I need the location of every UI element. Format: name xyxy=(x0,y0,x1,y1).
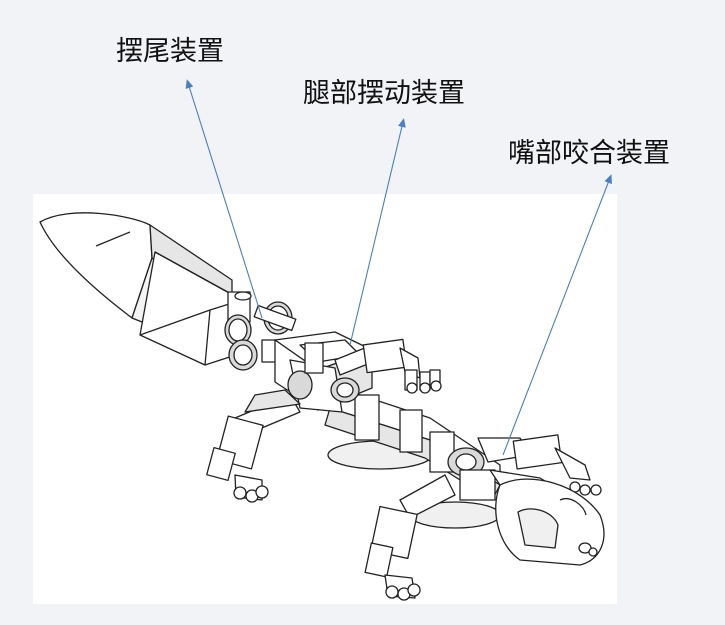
label-mouth-bite-device: 嘴部咬合装置 xyxy=(508,138,670,169)
tail-gear-assembly xyxy=(224,291,299,371)
body-spine xyxy=(274,331,501,501)
front-leg-upper xyxy=(334,338,442,394)
leader-line-tail xyxy=(185,79,263,319)
label-tail-device: 摆尾装置 xyxy=(116,36,224,67)
leader-line-mouth xyxy=(502,174,612,456)
leader-line-leg xyxy=(349,118,406,346)
rear-leg-right xyxy=(364,474,456,601)
head-jaw-assembly xyxy=(447,447,605,566)
rear-leg-left xyxy=(206,389,301,503)
front-leg-right xyxy=(477,434,602,496)
label-leg-swing-device: 腿部摆动装置 xyxy=(303,78,465,109)
tail-assembly xyxy=(39,212,246,366)
